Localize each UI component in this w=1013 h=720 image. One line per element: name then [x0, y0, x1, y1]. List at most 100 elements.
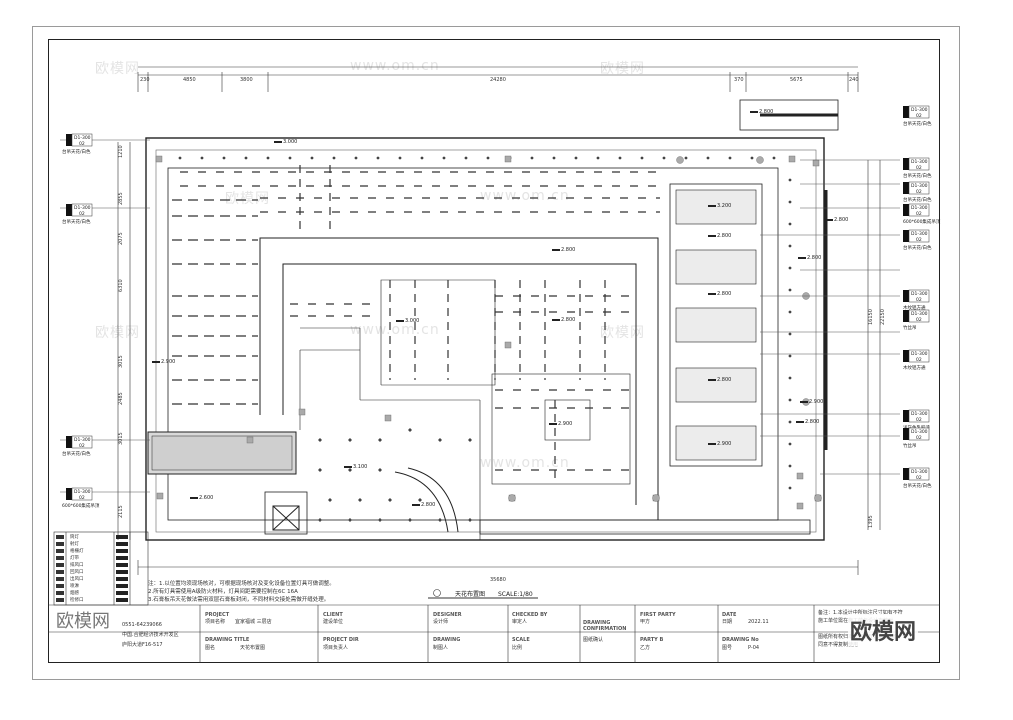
- legend-mark: [116, 542, 128, 546]
- dim-top-6: 240: [849, 77, 859, 83]
- svg-text:02: 02: [916, 317, 922, 323]
- air-vent: [796, 472, 804, 480]
- downlight: [358, 498, 362, 502]
- material-tag-label: 台吊天花/白色: [903, 196, 932, 203]
- date-value: 2022.11: [748, 619, 769, 625]
- downlight: [266, 156, 270, 160]
- ceiling-height-marker: 2.900: [549, 421, 572, 427]
- downlight: [596, 156, 600, 160]
- svg-text:02: 02: [916, 189, 922, 195]
- material-tag-label: 台吊天花/白色: [903, 172, 932, 179]
- downlight: [310, 156, 314, 160]
- remarks-line: 同意不得复制使用: [818, 642, 859, 648]
- drawing-no-value: P-04: [748, 645, 760, 651]
- ceiling-height-marker: 2.800: [708, 233, 731, 239]
- client-label: 建设单位: [323, 619, 344, 625]
- drawing-sheet: [32, 26, 960, 680]
- material-tag-label: 台吊天花/白色: [903, 482, 932, 489]
- svg-text:D1-300: D1-300: [911, 291, 928, 297]
- material-tag-label: 木纹铝方通: [903, 364, 926, 371]
- downlight: [388, 498, 392, 502]
- svg-text:D1-300: D1-300: [911, 107, 928, 113]
- ceiling-height-label: 2.900: [558, 421, 572, 427]
- downlight: [348, 438, 352, 442]
- dim-left-1: 2855: [118, 192, 124, 205]
- dim-left-5: 2485: [118, 392, 124, 405]
- ceiling-height-marker: 3.100: [344, 464, 367, 470]
- air-vent: [246, 436, 254, 444]
- downlight: [318, 438, 322, 442]
- project-dir-label: 项目负责人: [323, 645, 349, 651]
- party-b-label: 乙方: [640, 645, 651, 651]
- date-head: DATE: [722, 612, 737, 618]
- legend-mark: [116, 535, 128, 539]
- air-vent: [156, 492, 164, 500]
- material-tag-label: 600*600集成吊顶: [903, 218, 941, 225]
- company-logo: 欧模网: [56, 611, 110, 632]
- dim-top-0: 230: [140, 77, 150, 83]
- legend-label: 烟感: [70, 591, 79, 596]
- ceiling-height-label: 3.000: [405, 318, 419, 324]
- air-vent: [384, 414, 392, 422]
- sprinkler: [756, 156, 764, 164]
- downlight: [684, 156, 688, 160]
- watermark: www.om.cn: [480, 188, 570, 204]
- ceiling-height-marker: 2.800: [750, 109, 773, 115]
- downlight: [398, 156, 402, 160]
- downlight: [788, 442, 792, 446]
- ceiling-height-label: 2.900: [809, 399, 823, 405]
- downlight: [378, 518, 382, 522]
- air-vent: [788, 155, 796, 163]
- downlight: [378, 438, 382, 442]
- dim-left-4: 3015: [118, 355, 124, 368]
- downlight: [378, 468, 382, 472]
- downlight: [332, 156, 336, 160]
- ceiling-height-marker: 2.800: [552, 317, 575, 323]
- company-address-2: 庐阳大道F16-517: [122, 642, 163, 648]
- ceiling-height-marker: 2.800: [708, 377, 731, 383]
- downlight: [328, 498, 332, 502]
- material-tag-label: 台吊天花/白色: [62, 218, 91, 225]
- ceiling-height-marker: 2.800: [825, 217, 848, 223]
- svg-text:D1-300: D1-300: [74, 437, 91, 443]
- svg-text:D1-300: D1-300: [911, 351, 928, 357]
- material-tag-label: 台吊天花/白色: [62, 148, 91, 155]
- downlight: [788, 200, 792, 204]
- legend-label: 检修口: [70, 598, 84, 603]
- designer-head: DESIGNER: [433, 612, 462, 618]
- legend-label: 排风口: [70, 563, 84, 568]
- svg-text:02: 02: [916, 297, 922, 303]
- air-vent: [504, 155, 512, 163]
- watermark-logo: 欧模网: [848, 614, 919, 646]
- drawing-caption: 天花布置图: [455, 590, 485, 598]
- dim-left-2: 2075: [118, 232, 124, 245]
- downlight: [318, 518, 322, 522]
- sprinkler: [652, 494, 660, 502]
- dim-left-3: 6310: [118, 279, 124, 292]
- legend-label: 喷淋: [70, 584, 79, 589]
- ceiling-height-marker: 3.200: [708, 203, 731, 209]
- downlight: [788, 398, 792, 402]
- svg-text:D1-300: D1-300: [74, 205, 91, 211]
- ceiling-height-label: 2.800: [561, 247, 575, 253]
- downlight: [788, 222, 792, 226]
- svg-text:D1-300: D1-300: [911, 205, 928, 211]
- downlight: [788, 354, 792, 358]
- svg-text:02: 02: [916, 237, 922, 243]
- first-party-label: 甲方: [640, 619, 651, 625]
- svg-text:02: 02: [916, 435, 922, 441]
- legend-symbol: [56, 598, 64, 602]
- svg-text:02: 02: [79, 211, 85, 217]
- downlight: [420, 156, 424, 160]
- downlight: [788, 178, 792, 182]
- dim-top-1: 4850: [183, 77, 196, 83]
- downlight: [442, 156, 446, 160]
- checked-head: CHECKED BY: [512, 612, 548, 618]
- material-tag: D1-30002浅灰色乳胶漆: [903, 409, 930, 431]
- dim-top-4: 370: [734, 77, 744, 83]
- ceiling-height-marker: 3.000: [396, 318, 419, 324]
